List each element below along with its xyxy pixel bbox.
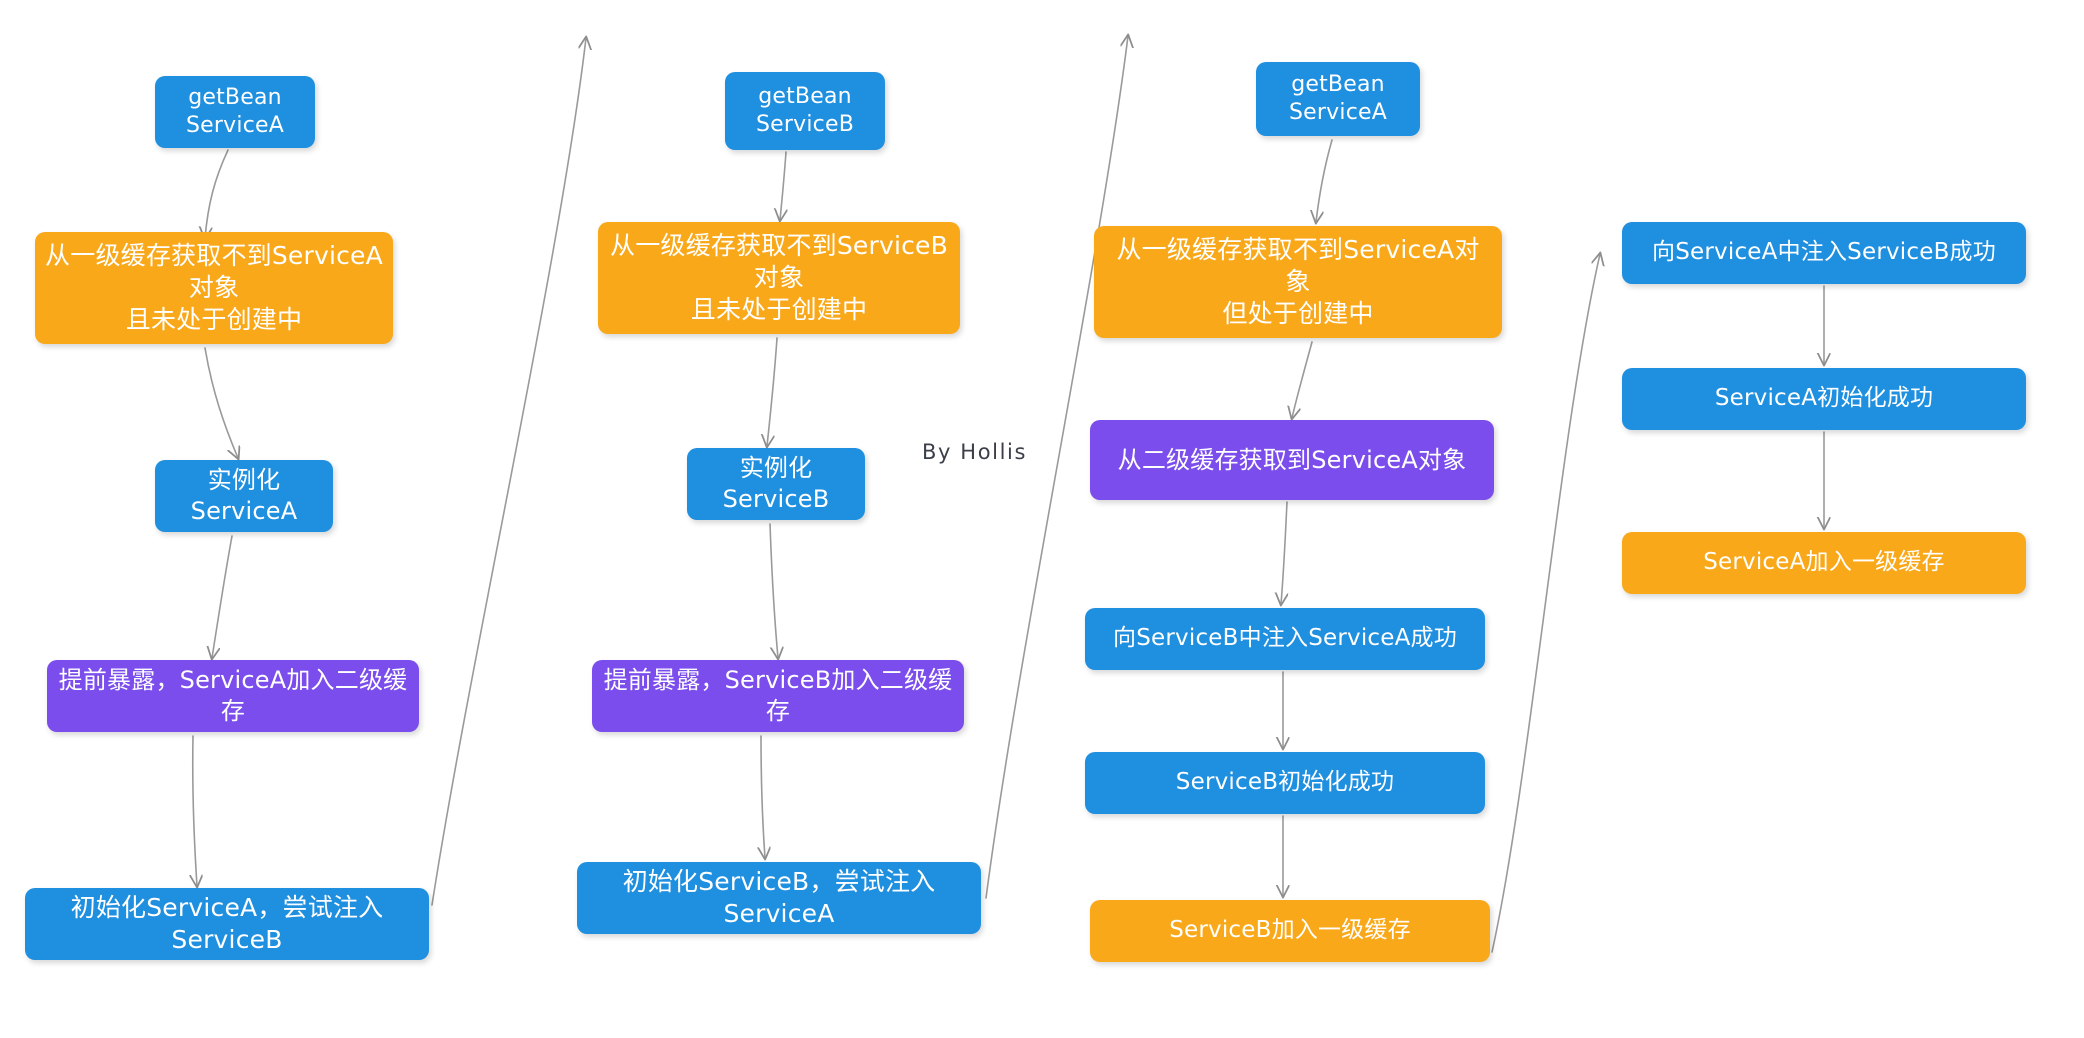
flow-node-c2n4: 提前暴露，ServiceB加入二级缓存 [592, 660, 964, 732]
arrow-c2n4-to-c2n5 [761, 735, 765, 858]
flow-node-label: 从一级缓存获取不到ServiceA对象 但处于创建中 [1116, 235, 1480, 328]
flow-node-label: ServiceA初始化成功 [1714, 385, 1934, 412]
flow-node-c3n2: 从一级缓存获取不到ServiceA对象 但处于创建中 [1094, 226, 1502, 338]
flow-node-c2n5: 初始化ServiceB，尝试注入ServiceA [577, 862, 981, 934]
flow-node-label: ServiceB初始化成功 [1175, 769, 1395, 796]
flow-node-c3n3: 从二级缓存获取到ServiceA对象 [1090, 420, 1494, 500]
arrow-c3n1-to-c3n2 [1316, 139, 1333, 222]
arrow-c3n3-to-c3n4 [1281, 501, 1287, 604]
arrow-c3n2-to-c3n3 [1292, 341, 1313, 418]
flow-node-label: getBean ServiceB [755, 83, 854, 137]
flow-node-label: 向ServiceA中注入ServiceB成功 [1652, 239, 1996, 266]
flow-node-label: 初始化ServiceB，尝试注入ServiceA [622, 867, 936, 928]
flow-node-label: 实例化ServiceB [722, 454, 830, 513]
flow-node-label: ServiceA加入一级缓存 [1703, 549, 1945, 576]
arrow-c1n5-to-c2n1 [431, 38, 586, 906]
flow-node-c1n4: 提前暴露，ServiceA加入二级缓存 [47, 660, 419, 732]
flow-node-c1n3: 实例化ServiceA [155, 460, 333, 532]
arrow-c1n1-to-c1n2 [205, 149, 229, 238]
flow-node-label: 从一级缓存获取不到ServiceA对象 且未处于创建中 [45, 241, 383, 334]
flow-node-c4n3: ServiceA加入一级缓存 [1622, 532, 2026, 594]
flow-node-label: getBean ServiceA [186, 84, 284, 138]
flow-node-c2n1: getBean ServiceB [725, 72, 885, 150]
arrow-c2n2-to-c2n3 [767, 337, 778, 446]
flow-node-c4n2: ServiceA初始化成功 [1622, 368, 2026, 430]
flow-node-c3n5: ServiceB初始化成功 [1085, 752, 1485, 814]
flow-node-label: 初始化ServiceA，尝试注入ServiceB [70, 893, 384, 954]
flow-node-c3n1: getBean ServiceA [1256, 62, 1420, 136]
arrow-c2n1-to-c2n2 [780, 151, 786, 220]
flow-node-label: 从一级缓存获取不到ServiceB对象 且未处于创建中 [610, 231, 948, 324]
arrow-c2n3-to-c2n4 [769, 523, 778, 658]
author-watermark: By Hollis [922, 440, 1027, 464]
flow-node-label: ServiceB加入一级缓存 [1169, 917, 1411, 944]
flow-node-c3n4: 向ServiceB中注入ServiceA成功 [1085, 608, 1485, 670]
flow-node-label: 向ServiceB中注入ServiceA成功 [1113, 625, 1457, 652]
arrow-c1n2-to-c1n3 [204, 347, 238, 458]
flow-node-c3n6: ServiceB加入一级缓存 [1090, 900, 1490, 962]
arrow-c1n3-to-c1n4 [212, 535, 233, 658]
flow-node-label: 提前暴露，ServiceA加入二级缓存 [58, 666, 408, 725]
flow-node-c2n3: 实例化ServiceB [687, 448, 865, 520]
flow-node-c4n1: 向ServiceA中注入ServiceB成功 [1622, 222, 2026, 284]
flow-node-c1n2: 从一级缓存获取不到ServiceA对象 且未处于创建中 [35, 232, 393, 344]
flow-node-label: getBean ServiceA [1289, 71, 1387, 125]
flow-node-label: 实例化ServiceA [190, 466, 298, 525]
flow-node-c1n5: 初始化ServiceA，尝试注入ServiceB [25, 888, 429, 960]
arrow-c3n6-to-c4n1 [1491, 254, 1600, 953]
flow-node-label: 提前暴露，ServiceB加入二级缓存 [603, 666, 953, 725]
arrow-c1n4-to-c1n5 [193, 735, 197, 886]
flow-node-c2n2: 从一级缓存获取不到ServiceB对象 且未处于创建中 [598, 222, 960, 334]
flow-node-label: 从二级缓存获取到ServiceA对象 [1117, 445, 1467, 474]
flow-node-c1n1: getBean ServiceA [155, 76, 315, 148]
